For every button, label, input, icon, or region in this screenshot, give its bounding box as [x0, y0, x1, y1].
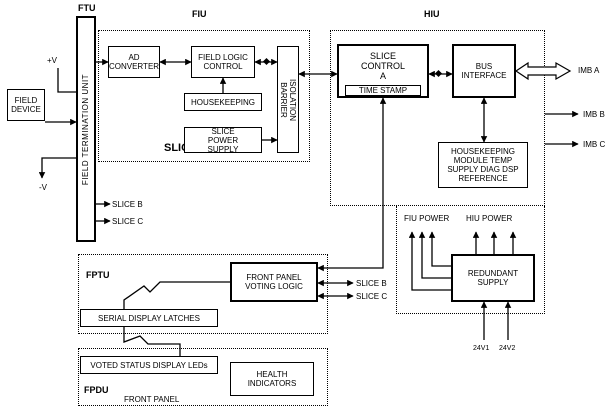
fpdu-enclosure	[78, 348, 328, 406]
field-logic-control: FIELD LOGIC CONTROL	[191, 46, 255, 78]
slice-power-supply-label: SLICE POWER SUPPLY	[207, 126, 239, 154]
24v1-label: 24V1	[473, 345, 490, 352]
slice-control-a: SLICE CONTROL A TIME STAMP	[337, 44, 429, 98]
ftu-title: FTU	[78, 3, 96, 13]
minus-v-line	[38, 157, 76, 179]
housekeeping: HOUSEKEEPING	[184, 93, 262, 111]
slice-control-label: SLICE CONTROL A	[361, 51, 406, 81]
fptu-title: FPTU	[86, 270, 110, 280]
bus-interface-label: BUS INTERFACE	[461, 62, 507, 80]
front-panel-label: FRONT PANEL	[124, 395, 180, 404]
hiu-power-label: HIU POWER	[466, 214, 513, 223]
isolation-barrier-label: ISOLATION BARRIER	[279, 78, 297, 121]
bus-interface: BUS INTERFACE	[452, 44, 516, 98]
field-termination-unit: FIELD TERMINATION UNIT	[76, 16, 96, 242]
voted-status-display-leds: VOTED STATUS DISPLAY LEDs	[80, 356, 218, 374]
front-panel-voting-logic: FRONT PANEL VOTING LOGIC	[230, 262, 318, 302]
time-stamp-label: TIME STAMP	[358, 86, 408, 95]
fptu-slice-c-label: SLICE C	[356, 292, 388, 301]
serial-latches-label: SERIAL DISPLAY LATCHES	[98, 313, 200, 323]
field-termination-unit-label: FIELD TERMINATION UNIT	[81, 73, 91, 185]
ad-converter-label: AD CONVERTER	[108, 53, 160, 71]
imb-b-label: IMB B	[583, 110, 605, 119]
field-device-label: FIELD DEVICE	[11, 96, 41, 114]
hiu-title: HIU	[424, 9, 440, 19]
minus-v-label: -V	[39, 183, 47, 192]
fpdu-title: FPDU	[84, 385, 109, 395]
redundant-enclosure	[396, 206, 545, 314]
redundant-supply-label: REDUNDANT SUPPLY	[467, 269, 519, 287]
plus-v-label: +V	[47, 56, 58, 65]
housekeeping-label: HOUSEKEEPING	[190, 97, 255, 107]
ad-converter: AD CONVERTER	[108, 46, 160, 78]
slice-power-supply: SLICE POWER SUPPLY	[184, 126, 262, 154]
health-indicators: HEALTH INDICATORS	[230, 362, 314, 396]
fiu-enclosure	[98, 30, 310, 162]
time-stamp: TIME STAMP	[345, 85, 421, 96]
voted-leds-label: VOTED STATUS DISPLAY LEDs	[90, 360, 208, 370]
imb-a-label: IMB A	[578, 66, 600, 75]
ftu-slice-b-label: SLICE B	[112, 200, 143, 209]
housekeeping-module: HOUSEKEEPING MODULE TEMP SUPPLY DIAG DSP…	[438, 142, 528, 188]
field-device: FIELD DEVICE	[7, 89, 45, 121]
isolation-barrier: ISOLATION BARRIER	[277, 46, 299, 153]
fiu-title: FIU	[192, 9, 207, 19]
housekeeping-module-label: HOUSEKEEPING MODULE TEMP SUPPLY DIAG DSP…	[447, 147, 519, 183]
ftu-slice-c-label: SLICE C	[112, 217, 144, 226]
voting-logic-label: FRONT PANEL VOTING LOGIC	[245, 273, 303, 291]
field-logic-control-label: FIELD LOGIC CONTROL	[198, 53, 248, 71]
fptu-slice-b-label: SLICE B	[356, 279, 387, 288]
health-indicators-label: HEALTH INDICATORS	[247, 370, 297, 388]
serial-display-latches: SERIAL DISPLAY LATCHES	[80, 309, 218, 327]
fiu-power-label: FIU POWER	[404, 214, 450, 223]
24v2-label: 24V2	[499, 345, 516, 352]
imb-c-label: IMB C	[583, 140, 606, 149]
redundant-supply: REDUNDANT SUPPLY	[451, 254, 535, 302]
plus-v-line	[57, 68, 76, 93]
